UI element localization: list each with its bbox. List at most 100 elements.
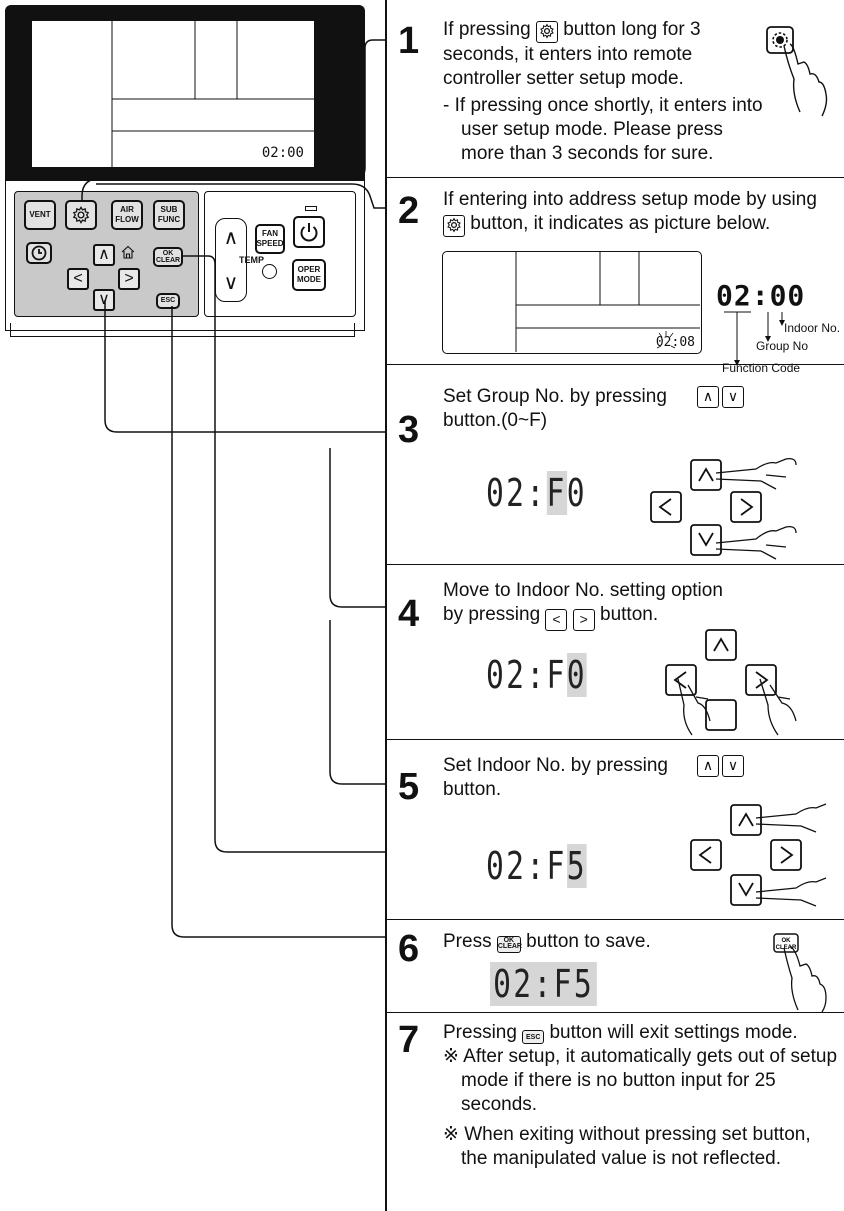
step-3: 3 Set Group No. by pressing button.(0~F)… <box>386 365 844 565</box>
display-suffix: 0 <box>566 471 587 515</box>
step-text-a: If pressing <box>443 19 531 40</box>
step-7-text: Pressing ESC button will exit settings m… <box>443 1021 838 1045</box>
step-number: 6 <box>398 928 420 970</box>
esc-button[interactable]: ESC <box>156 293 180 309</box>
ok-clear-key-icon: OK CLEAR <box>496 935 522 953</box>
step-number: 1 <box>398 20 420 62</box>
fan-speed-button[interactable]: FAN SPEED <box>255 224 285 254</box>
step-6-text: Press OK CLEAR button to save. <box>443 930 723 954</box>
power-icon <box>300 223 318 242</box>
step-number: 5 <box>398 766 420 808</box>
step-text-a: Set Indoor No. by pressing <box>443 755 668 776</box>
vent-button[interactable]: VENT <box>24 200 56 230</box>
lcd-screen: 02:00 <box>31 20 316 168</box>
code-legend-lines <box>724 311 785 366</box>
step-text-b: by pressing <box>443 604 541 625</box>
step-number: 3 <box>398 409 420 451</box>
display-prefix: 02: <box>486 471 547 515</box>
step-text-b: button to save. <box>526 931 651 952</box>
function-code-label: Function Code <box>722 361 801 375</box>
step-text-b: button will exit settings mode. <box>549 1022 798 1043</box>
step-2-lcd-grid <box>515 252 700 352</box>
step-text-b: button, it indicates as picture below. <box>470 213 771 234</box>
step-1-text: If pressing button long for 3 seconds, i… <box>443 18 733 91</box>
sub-func-button[interactable]: SUB FUNC <box>153 200 185 230</box>
temp-label: TEMP <box>239 255 265 265</box>
right-key[interactable]: > <box>118 268 140 290</box>
display-prefix: 02:F <box>486 844 567 888</box>
left-key[interactable]: < <box>67 268 89 290</box>
step-text-a: Move to Indoor No. setting option <box>443 580 723 601</box>
svg-text:OK: OK <box>782 938 792 944</box>
step-5: 5 Set Indoor No. by pressing button. ∧ ∨… <box>386 740 844 920</box>
step-4-display: 02:F0 <box>486 653 587 697</box>
hand-press-settings-icon <box>766 26 828 117</box>
group-no-label: Group No <box>756 339 809 353</box>
gear-icon <box>443 215 465 237</box>
remote-controller: 02:00 VENT AIR FLOW SUB FUNC ∧ < > ∨ OK … <box>5 5 365 340</box>
indoor-no-label: Indoor No. <box>784 321 841 335</box>
step-6: 6 Press OK CLEAR button to save. 02:F5 O… <box>386 920 844 1013</box>
clock-icon <box>31 245 47 261</box>
esc-key-icon: ESC <box>522 1030 545 1044</box>
step-text-a: Pressing <box>443 1022 517 1043</box>
step-text-b: button. <box>443 779 502 800</box>
right-button-panel <box>204 191 356 317</box>
step-3-text: Set Group No. by pressing button.(0~F) <box>443 385 713 433</box>
temp-down-icon[interactable]: ∨ <box>223 272 239 294</box>
lcd-small-code: 02:08 <box>655 335 695 350</box>
step-2: 2 If entering into address setup mode by… <box>386 178 844 375</box>
power-led <box>305 206 317 211</box>
step-7-note-2: ※ When exiting without pressing set butt… <box>443 1124 811 1169</box>
svg-text:CLEAR: CLEAR <box>776 945 797 951</box>
up-key[interactable]: ∧ <box>93 244 115 266</box>
arrow-pad-hands-icon <box>665 629 797 736</box>
step-2-lcd: 02:08 <box>442 251 702 354</box>
step-5-text: Set Indoor No. by pressing button. <box>443 754 713 802</box>
step-text-b: button long for 3 seconds, it enters int… <box>443 19 701 89</box>
step-number: 4 <box>398 593 420 635</box>
timer-button[interactable] <box>26 242 52 264</box>
step-text-c: button. <box>600 604 659 625</box>
down-key[interactable]: ∨ <box>93 289 115 311</box>
step-1: 1 If pressing button long for 3 seconds,… <box>386 0 844 178</box>
step-7: 7 Pressing ESC button will exit settings… <box>386 1013 844 1211</box>
step-text-b: button.(0~F) <box>443 410 548 431</box>
home-icon <box>121 245 135 264</box>
step-2-code: 02:00 <box>716 279 806 312</box>
power-button[interactable] <box>293 216 325 248</box>
air-flow-button[interactable]: AIR FLOW <box>111 200 143 230</box>
remote-base <box>10 323 355 337</box>
step-number: 7 <box>398 1019 420 1061</box>
display-highlight: F <box>546 471 567 515</box>
hand-press-ok-icon: OK CLEAR <box>773 933 827 1013</box>
settings-button[interactable] <box>65 200 97 230</box>
display-highlight: 0 <box>566 653 587 697</box>
step-text-a: Press <box>443 931 492 952</box>
left-key-icon: < <box>545 609 568 631</box>
step-4: 4 Move to Indoor No. setting option by p… <box>386 565 844 740</box>
step-text-a: If entering into address setup mode by u… <box>443 189 817 210</box>
step-3-display: 02:F0 <box>486 471 587 515</box>
arrow-pad-hand-icon <box>690 803 827 907</box>
step-5-display: 02:F5 <box>486 844 587 888</box>
step-text-a: Set Group No. by pressing <box>443 386 667 407</box>
ok-clear-button[interactable]: OK CLEAR <box>153 247 183 267</box>
display-highlight: 5 <box>566 844 587 888</box>
temp-rocker: ∧ ∨ <box>215 218 247 302</box>
gear-icon <box>535 21 558 43</box>
oper-mode-button[interactable]: OPER MODE <box>292 259 326 291</box>
arrow-pad-hand-icon <box>650 457 797 560</box>
step-6-display: 02:F5 <box>490 962 598 1006</box>
lcd-grid <box>111 21 316 168</box>
up-key-icon: ∧ <box>697 386 719 408</box>
step-4-text: Move to Indoor No. setting option by pre… <box>443 579 823 631</box>
indicator-light <box>262 264 277 279</box>
steps-divider <box>385 0 387 1211</box>
temp-up-icon[interactable]: ∧ <box>223 227 239 249</box>
step-2-text: If entering into address setup mode by u… <box>443 188 833 237</box>
display-prefix: 02:F <box>486 653 567 697</box>
step-7-note-1: ※ After setup, it automatically gets out… <box>443 1046 838 1115</box>
step-number: 2 <box>398 190 420 232</box>
